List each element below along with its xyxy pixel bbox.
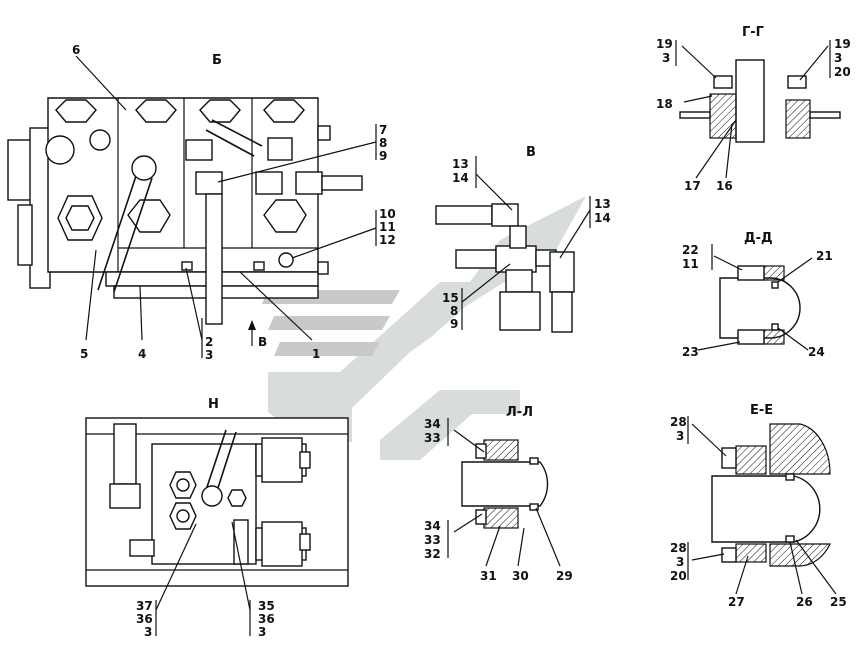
part-label: 13 (452, 157, 469, 171)
part-label: 37 (136, 599, 153, 613)
part-label: 8 (450, 304, 458, 318)
section-ll-drawing (447, 418, 561, 567)
part-label: 34 (424, 519, 441, 533)
section-title-ll: Л-Л (506, 405, 533, 420)
part-label: 3 (144, 625, 152, 639)
part-label: 14 (452, 171, 469, 185)
part-label: 14 (594, 211, 611, 225)
part-label: 9 (450, 317, 458, 331)
section-gg-drawing (675, 40, 841, 179)
view-title-n: Н (208, 397, 219, 412)
section-title-dd: Д-Д (744, 231, 773, 246)
part-label: 9 (379, 149, 387, 163)
section-title-ee: Е-Е (750, 403, 773, 418)
part-label: 36 (258, 612, 275, 626)
part-label: 3 (834, 51, 842, 65)
view-title-v: В (526, 145, 536, 160)
part-label: 4 (138, 347, 146, 361)
part-label: 18 (656, 97, 673, 111)
part-label: 7 (379, 123, 387, 137)
part-label: 19 (834, 37, 851, 51)
part-label: 34 (424, 417, 441, 431)
part-label: 32 (424, 547, 441, 561)
part-label: 30 (512, 569, 529, 583)
part-label: 10 (379, 207, 396, 221)
part-label: 3 (258, 625, 266, 639)
part-label: 3 (676, 429, 684, 443)
view-titles: Б В Н Г-Г Д-Д Л-Л Е-Е (208, 25, 773, 420)
part-label: 20 (834, 65, 851, 79)
part-labels: 6 7 8 9 10 11 12 5 4 2 3 1 В 13 14 13 14… (72, 37, 851, 639)
part-label: 2 (205, 335, 213, 349)
view-n-drawing (85, 417, 349, 636)
part-label: 35 (258, 599, 275, 613)
section-title-gg: Г-Г (742, 25, 764, 40)
part-label: 33 (424, 533, 441, 547)
view-title-b: Б (212, 53, 222, 68)
view-v-drawing (435, 156, 591, 333)
view-arrow-label: В (258, 335, 267, 349)
section-ee-drawing (687, 416, 837, 595)
part-label: 5 (80, 347, 88, 361)
part-label: 3 (205, 348, 213, 362)
section-dd-drawing (697, 244, 813, 351)
part-label: 11 (379, 220, 396, 234)
part-label: 36 (136, 612, 153, 626)
part-label: 21 (816, 249, 833, 263)
part-label: 19 (656, 37, 673, 51)
part-label: 29 (556, 569, 573, 583)
part-label: 11 (682, 257, 699, 271)
part-label: 22 (682, 243, 699, 257)
part-label: 27 (728, 595, 745, 609)
part-label: 24 (808, 345, 825, 359)
part-label: 12 (379, 233, 396, 247)
part-label: 20 (670, 569, 687, 583)
part-label: 25 (830, 595, 847, 609)
part-label: 17 (684, 179, 701, 193)
part-label: 15 (442, 291, 459, 305)
part-label: 33 (424, 431, 441, 445)
part-label: 1 (312, 347, 320, 361)
part-label: 28 (670, 415, 687, 429)
part-label: 23 (682, 345, 699, 359)
part-label: 16 (716, 179, 733, 193)
part-label: 28 (670, 541, 687, 555)
part-label: 31 (480, 569, 497, 583)
part-label: 26 (796, 595, 813, 609)
part-label: 13 (594, 197, 611, 211)
view-b-drawing (7, 55, 377, 358)
part-label: 8 (379, 136, 387, 150)
part-label: 6 (72, 43, 80, 57)
part-label: 3 (662, 51, 670, 65)
part-label: 3 (676, 555, 684, 569)
